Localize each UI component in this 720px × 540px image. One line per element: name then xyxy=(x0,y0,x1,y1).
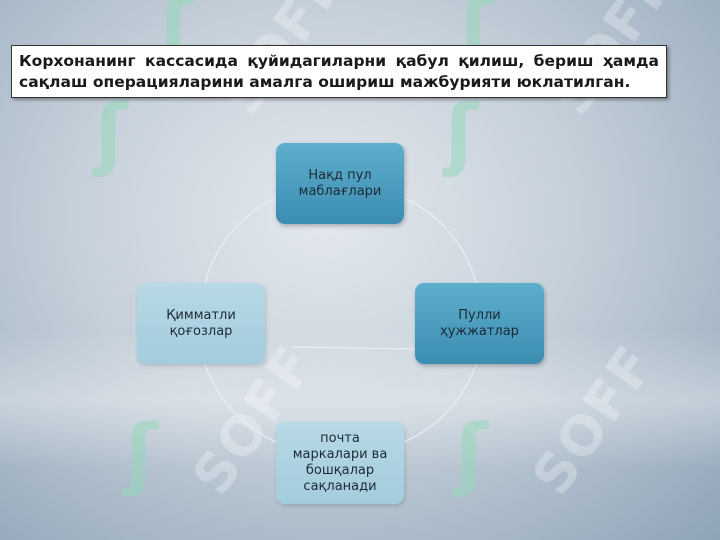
node-securities-label: Қимматли қоғозлар xyxy=(166,307,236,339)
connector-arc xyxy=(403,197,477,284)
node-cash: Нақд пул маблағлари xyxy=(276,143,404,224)
watermark-logo: ʃ xyxy=(455,409,488,499)
connector-arc xyxy=(204,197,277,284)
watermark-logo: ʃ xyxy=(125,409,158,499)
title-text: Корхонанинг кассасида қуйидагиларни қабу… xyxy=(19,52,659,91)
watermark-logo: ʃ xyxy=(95,89,128,179)
node-cash-label: Нақд пул маблағлари xyxy=(298,167,382,199)
connector-line xyxy=(291,346,415,350)
node-securities: Қимматли қоғозлар xyxy=(137,283,265,364)
node-stamps: почта маркалари ва бошқалар сақланади xyxy=(276,422,404,504)
connector-arc xyxy=(403,363,477,443)
title-box: Корхонанинг кассасида қуйидагиларни қабу… xyxy=(11,45,667,98)
watermark-logo: ʃ xyxy=(445,89,478,179)
node-documents-label: Пулли ҳужжатлар xyxy=(440,307,519,339)
node-documents: Пулли ҳужжатлар xyxy=(415,283,544,364)
node-stamps-label: почта маркалари ва бошқалар сақланади xyxy=(292,431,388,494)
connector-arc xyxy=(204,363,277,443)
